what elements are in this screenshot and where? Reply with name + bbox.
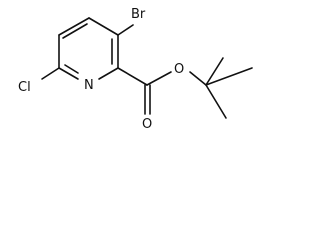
carbonyl-oxygen-label: O — [142, 117, 152, 132]
nitrogen-label: N — [84, 78, 94, 93]
bond-c3-c4 — [88, 17, 119, 36]
bond-c4-c5 — [58, 17, 90, 36]
bond-tert-methyl-right — [205, 67, 253, 86]
bond-o-tert-carbon — [189, 71, 207, 86]
bond-c6-n — [58, 67, 79, 80]
chemical-structure-diagram: Br Cl N O O — [18, 7, 253, 132]
bond-tert-methyl-bottom — [205, 84, 227, 119]
bond-c4-c5-inner — [62, 23, 88, 39]
chlorine-label: Cl — [18, 80, 31, 95]
bond-c6-cl — [41, 67, 60, 80]
bond-c6-n-inner — [64, 64, 79, 74]
bromine-label: Br — [131, 7, 146, 22]
bond-c3-br — [117, 24, 134, 36]
bond-n-c2 — [98, 67, 119, 80]
ester-oxygen-label: O — [174, 62, 184, 77]
bond-tert-methyl-top — [205, 57, 224, 86]
bond-carbonyl-o-ester — [146, 71, 172, 86]
bond-c2-carbonyl — [117, 67, 148, 86]
